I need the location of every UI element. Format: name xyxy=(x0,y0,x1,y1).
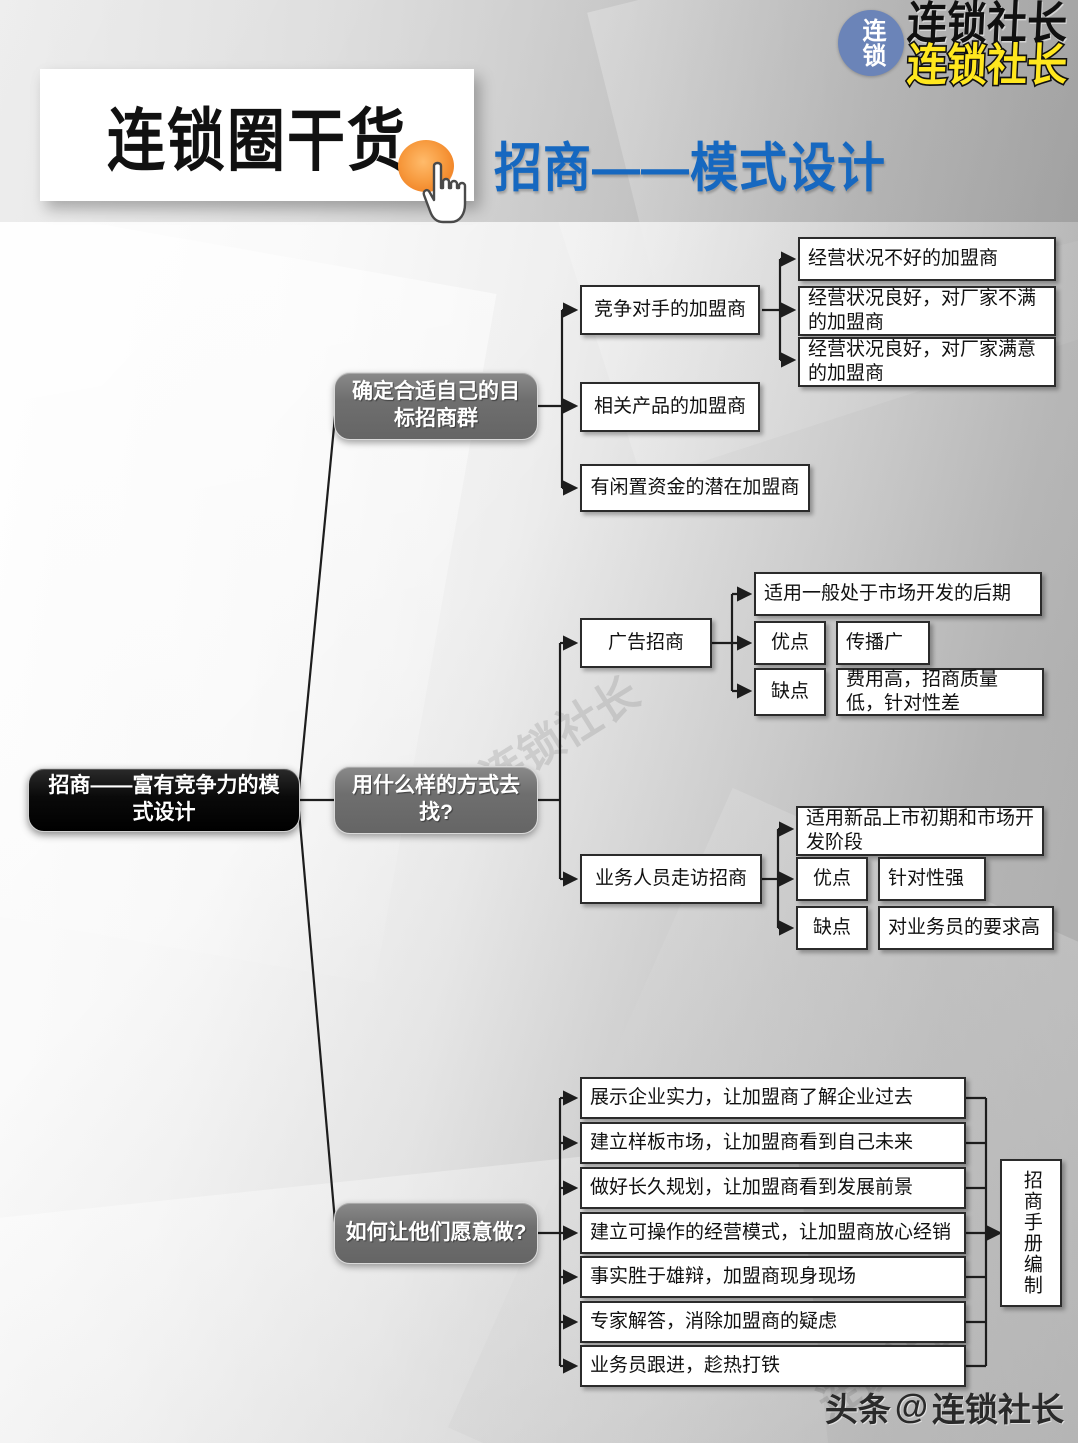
footer-account: 连锁社长 xyxy=(932,1391,1064,1428)
node-label: 对业务员的要求高 xyxy=(888,917,1041,939)
mindmap-leaf-show-strength[interactable]: 展示企业实力，让加盟商了解企业过去 xyxy=(580,1077,966,1119)
mindmap-leaf-operable-model[interactable]: 建立可操作的经营模式，让加盟商放心经销 xyxy=(580,1212,966,1254)
brand-circle-label: 连锁 xyxy=(858,18,884,68)
node-label: 招商手册编制 xyxy=(1020,1170,1042,1296)
node-label: 适用一般处于市场开发的后期 xyxy=(764,583,1012,605)
mindmap-leaf-expert-answers[interactable]: 专家解答，消除加盟商的疑虑 xyxy=(580,1301,966,1343)
brand-circle-badge: 连锁 xyxy=(838,10,904,76)
node-label: 事实胜于雄辩，加盟商现身现场 xyxy=(590,1266,857,1288)
mindmap-outcome-handbook[interactable]: 招商手册编制 xyxy=(1000,1159,1062,1307)
mindmap-value-field-pros[interactable]: 针对性强 xyxy=(878,857,986,901)
node-label: 展示企业实力，让加盟商了解企业过去 xyxy=(590,1087,914,1109)
mindmap-leaf-sales-followup[interactable]: 业务员跟进，趁热打铁 xyxy=(580,1345,966,1387)
mindmap-root-node[interactable]: 招商——富有竞争力的模式设计 xyxy=(28,768,300,832)
node-label: 经营状况不好的加盟商 xyxy=(808,248,999,270)
mindmap-branch-label: 如何让他们愿意做? xyxy=(345,1220,527,1244)
mindmap-node-ad-recruitment[interactable]: 广告招商 xyxy=(580,618,712,668)
node-label: 建立可操作的经营模式，让加盟商放心经销 xyxy=(590,1222,952,1244)
node-label: 缺点 xyxy=(770,681,809,703)
node-label: 费用高，招商质量低，针对性差 xyxy=(846,669,999,714)
node-label: 专家解答，消除加盟商的疑虑 xyxy=(590,1311,838,1333)
brand-name-black: 连锁社长 xyxy=(905,0,1069,49)
mindmap-branch-node-1[interactable]: 确定合适自己的目标招商群 xyxy=(334,372,538,440)
node-label: 优点 xyxy=(770,632,809,654)
mindmap-branch-label: 确定合适自己的目标招商群 xyxy=(352,380,520,430)
node-label: 业务人员走访招商 xyxy=(594,868,747,890)
mindmap-leaf-ad-stage[interactable]: 适用一般处于市场开发的后期 xyxy=(754,572,1042,616)
mindmap-leaf-poor-operation[interactable]: 经营状况不好的加盟商 xyxy=(798,237,1056,281)
brand-logo: 连锁 连锁社长 连锁社长 xyxy=(838,0,1070,92)
mindmap-node-field-sales-recruitment[interactable]: 业务人员走访招商 xyxy=(580,854,762,904)
node-label: 业务员跟进，趁热打铁 xyxy=(590,1355,781,1377)
footer-platform: 头条 xyxy=(824,1391,891,1428)
mindmap-value-field-cons[interactable]: 对业务员的要求高 xyxy=(878,906,1054,950)
node-label: 针对性强 xyxy=(888,868,965,890)
mindmap-label-ad-cons[interactable]: 缺点 xyxy=(754,668,826,716)
node-label: 优点 xyxy=(812,868,851,890)
mindmap-leaf-field-stage[interactable]: 适用新品上市初期和市场开发阶段 xyxy=(796,806,1044,856)
ribbon-label: 连锁圈干货 xyxy=(106,103,407,180)
mindmap-node-related-product-franchisees[interactable]: 相关产品的加盟商 xyxy=(580,382,760,432)
node-label: 传播广 xyxy=(846,632,904,654)
mindmap-branch-node-3[interactable]: 如何让他们愿意做? xyxy=(334,1202,538,1264)
mindmap-label-field-pros[interactable]: 优点 xyxy=(796,857,868,901)
mindmap-branch-node-2[interactable]: 用什么样的方式去找? xyxy=(334,766,538,834)
node-label: 适用新品上市初期和市场开发阶段 xyxy=(806,808,1035,853)
node-label: 做好长久规划，让加盟商看到发展前景 xyxy=(590,1177,914,1199)
mindmap-leaf-facts-over-words[interactable]: 事实胜于雄辩，加盟商现身现场 xyxy=(580,1256,966,1298)
mindmap-label-ad-pros[interactable]: 优点 xyxy=(754,621,826,665)
mindmap-branch-label: 用什么样的方式去找? xyxy=(352,774,520,824)
footer-at-symbol: @ xyxy=(894,1387,928,1426)
page-title: 招商——模式设计 xyxy=(494,139,887,199)
mindmap-node-competitor-franchisees[interactable]: 竞争对手的加盟商 xyxy=(580,285,760,335)
node-label: 相关产品的加盟商 xyxy=(593,396,746,418)
node-label: 竞争对手的加盟商 xyxy=(593,299,746,321)
mindmap-leaf-model-market[interactable]: 建立样板市场，让加盟商看到自己未来 xyxy=(580,1122,966,1164)
node-label: 经营状况良好，对厂家不满的加盟商 xyxy=(808,288,1037,333)
mindmap-label-field-cons[interactable]: 缺点 xyxy=(796,906,868,950)
node-label: 经营状况良好，对厂家满意的加盟商 xyxy=(808,339,1037,384)
node-label: 有闲置资金的潜在加盟商 xyxy=(590,477,800,499)
mindmap-value-ad-pros[interactable]: 传播广 xyxy=(836,621,930,665)
mindmap-value-ad-cons[interactable]: 费用高，招商质量低，针对性差 xyxy=(836,668,1044,716)
footer-credit: 头条 @ 连锁社长 xyxy=(825,1383,1064,1431)
mindmap-root-label: 招商——富有竞争力的模式设计 xyxy=(48,774,280,824)
mindmap-node-idle-capital-prospects[interactable]: 有闲置资金的潜在加盟商 xyxy=(580,464,810,512)
node-label: 缺点 xyxy=(812,917,851,939)
mindmap-leaf-good-operation-satisfied[interactable]: 经营状况良好，对厂家满意的加盟商 xyxy=(798,337,1056,387)
node-label: 广告招商 xyxy=(607,632,684,654)
brand-wordmark: 连锁社长 连锁社长 xyxy=(904,0,1069,92)
mindmap-leaf-long-term-plan[interactable]: 做好长久规划，让加盟商看到发展前景 xyxy=(580,1167,966,1209)
brand-name-yellow: 连锁社长 xyxy=(904,40,1069,92)
mindmap-leaf-good-operation-unhappy[interactable]: 经营状况良好，对厂家不满的加盟商 xyxy=(798,286,1056,336)
node-label: 建立样板市场，让加盟商看到自己未来 xyxy=(590,1132,914,1154)
hand-pointer-icon xyxy=(422,161,467,224)
